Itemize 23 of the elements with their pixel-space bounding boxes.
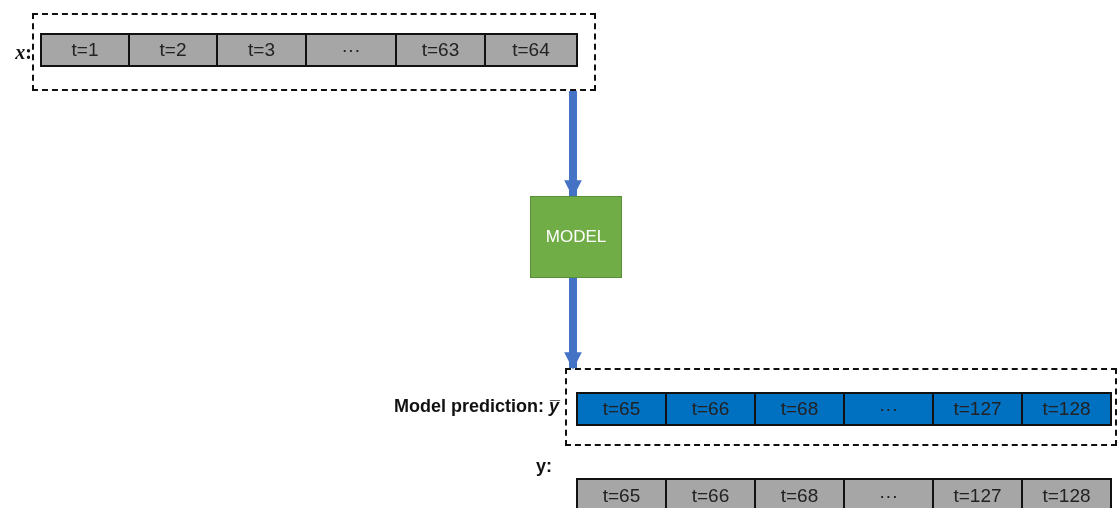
time-step-cell: ··· bbox=[843, 478, 934, 508]
time-step-cell: t=65 bbox=[576, 392, 667, 426]
row-label: y: bbox=[536, 456, 552, 477]
time-step-cell: t=127 bbox=[932, 478, 1023, 508]
time-step-cell: t=66 bbox=[665, 478, 756, 508]
time-step-cell: ··· bbox=[305, 33, 397, 67]
time-step-cell: t=66 bbox=[665, 392, 756, 426]
row-label: Model prediction: y̅ bbox=[394, 396, 559, 417]
time-step-cell: t=1 bbox=[40, 33, 130, 67]
time-step-cell: t=128 bbox=[1021, 478, 1112, 508]
time-step-cell: t=127 bbox=[932, 392, 1023, 426]
time-step-cell: t=68 bbox=[754, 478, 845, 508]
arrow bbox=[564, 278, 582, 370]
time-step-cell: t=68 bbox=[754, 392, 845, 426]
time-step-cell: t=3 bbox=[216, 33, 307, 67]
model-box: MODEL bbox=[530, 196, 622, 278]
time-step-cell: t=2 bbox=[128, 33, 218, 67]
time-step-cell: t=128 bbox=[1021, 392, 1112, 426]
time-step-cell: t=65 bbox=[576, 478, 667, 508]
time-step-cell: ··· bbox=[843, 392, 934, 426]
time-step-cell: t=63 bbox=[395, 33, 486, 67]
row-label: x: bbox=[15, 41, 32, 64]
time-step-cell: t=64 bbox=[484, 33, 578, 67]
